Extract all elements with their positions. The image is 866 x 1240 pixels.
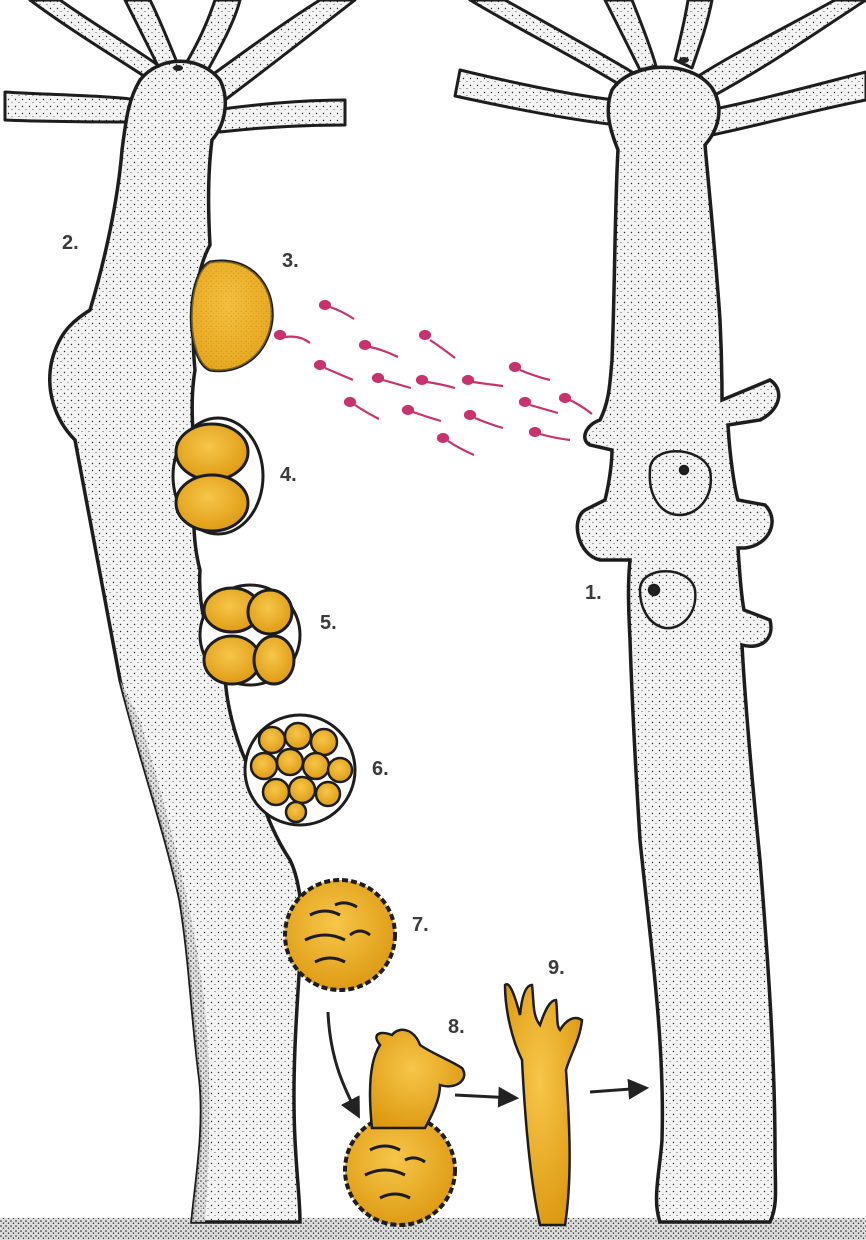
sperm-cells: [275, 301, 592, 455]
hydra-left-female: [5, 0, 355, 1222]
label-3: 3.: [282, 250, 299, 273]
hydra-right-body: [577, 67, 778, 1222]
label-8: 8.: [448, 1016, 465, 1039]
sperm-cell-icon: [510, 363, 550, 380]
egg-stage-4: [173, 418, 263, 534]
arrow-icon: [328, 1012, 358, 1115]
arrow-icon: [590, 1088, 645, 1092]
sperm-cell-icon: [345, 398, 379, 419]
label-6: 6.: [372, 758, 389, 781]
hypostome: [173, 65, 183, 71]
sperm-cell-icon: [530, 428, 570, 440]
arrow-icon: [455, 1095, 515, 1098]
sperm-cell-icon: [315, 361, 353, 380]
label-9: 9.: [548, 957, 565, 980]
sperm-cell-icon: [463, 376, 503, 386]
label-4: 4.: [280, 464, 297, 487]
label-5: 5.: [320, 612, 337, 635]
label-2: 2.: [62, 232, 79, 255]
egg-stage-6: [245, 715, 355, 825]
sperm-cell-icon: [438, 434, 474, 455]
sperm-cell-icon: [465, 411, 503, 428]
sperm-cell-icon: [360, 341, 398, 357]
label-7: 7.: [412, 914, 429, 937]
young-polyp-stage-9: [505, 984, 582, 1225]
sperm-cell-icon: [275, 331, 310, 343]
egg-stage-7: [285, 880, 395, 990]
egg-stage-3: [191, 261, 272, 371]
sperm-cell-icon: [403, 406, 441, 421]
egg-stage-5: [200, 585, 300, 685]
sperm-cell-icon: [320, 301, 354, 319]
hatching-stage-8: [345, 1030, 464, 1225]
sperm-cell-icon: [560, 394, 592, 414]
sperm-cell-icon: [417, 376, 455, 388]
sperm-cell-icon: [373, 374, 411, 388]
label-1: 1.: [585, 582, 602, 605]
sperm-cell-icon: [420, 331, 455, 358]
sperm-cell-icon: [520, 398, 558, 413]
